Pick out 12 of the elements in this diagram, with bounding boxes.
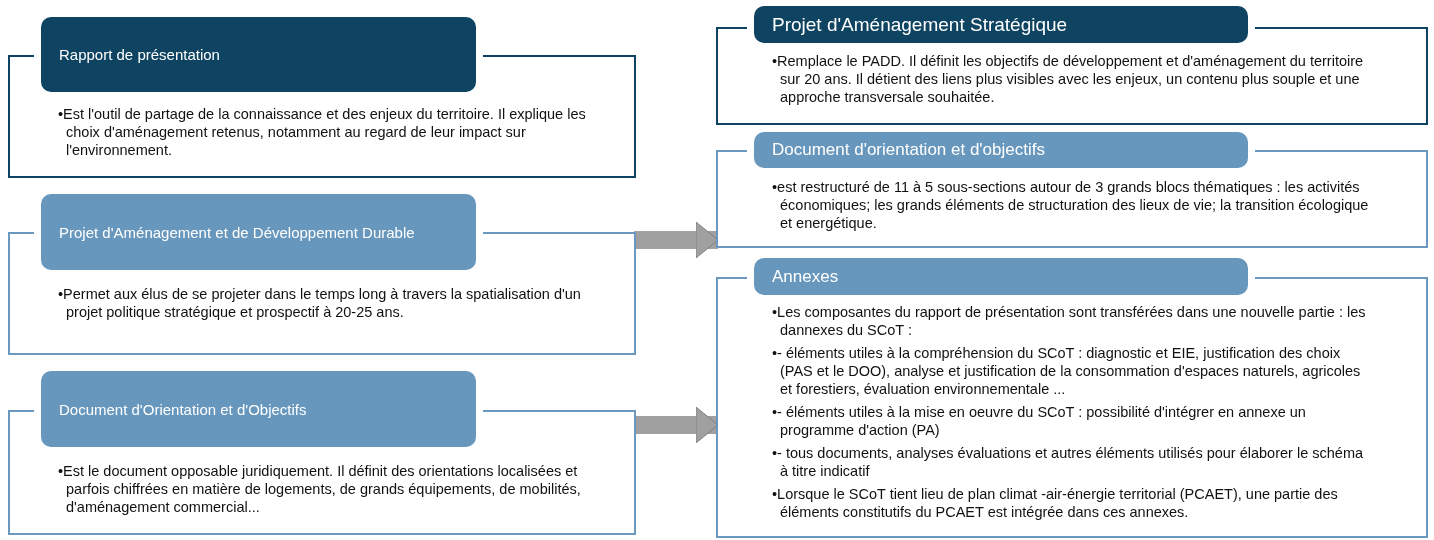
bullet-text: •- éléments utiles à la compréhension du SCoT : diagnostic et EIE, justification des choix (PAS et le DOO), analyse et justification de la consommation d'espaces naturels, agricoles et forestiers, évaluation environnementale ...	[772, 344, 1362, 398]
bullet-text: •Est le document opposable juridiquement. Il définit des orientations localisées et parfois chiffrées en matière de logements, de grands équipements, de mobilités, d'aménagement commercial...	[58, 462, 582, 516]
bullet-text: •Remplace le PADD. Il définit les objectifs de développement et d'aménagement du territoire sur 20 ans. Il détient des liens plus visibles avec les enjeux, un contenu plus souple et une approche transversale souhaitée.	[772, 52, 1365, 106]
bullet-text: •Est l'outil de partage de la connaissance et des enjeux du territoire. Il explique les choix d'aménagement retenus, notamment au regard de leur impact sur l'environnement.	[58, 105, 587, 159]
bullet-text: •- éléments utiles à la mise en oeuvre du SCoT : possibilité d'intégrer en annexe un programme d'action (PA)	[772, 403, 1307, 439]
bullet-text: •Permet aux élus de se projeter dans le temps long à travers la spatialisation d'un projet politique stratégique et prospectif à 20-25 ans.	[58, 285, 582, 321]
bullet-text: •Lorsque le SCoT tient lieu de plan climat -air-énergie territorial (PCAET), une partie des éléments constitutifs du PCAET est intégrée dans ces annexes.	[772, 485, 1339, 521]
bullet-text: •est restructuré de 11 à 5 sous-sections autour de 3 grands blocs thématiques : les activités économiques; les grands éléments de structuration des lieux de vie; la transition écologique et energétique.	[772, 178, 1370, 232]
bullet-text: •- tous documents, analyses évaluations et autres éléments utilisés pour élaborer le schéma à titre indicatif	[772, 444, 1365, 480]
arrow	[634, 221, 719, 259]
arrow	[634, 406, 719, 444]
bullet-text: •Les composantes du rapport de présentation sont transférées dans une nouvelle partie : les dannexes du SCoT :	[772, 303, 1367, 339]
